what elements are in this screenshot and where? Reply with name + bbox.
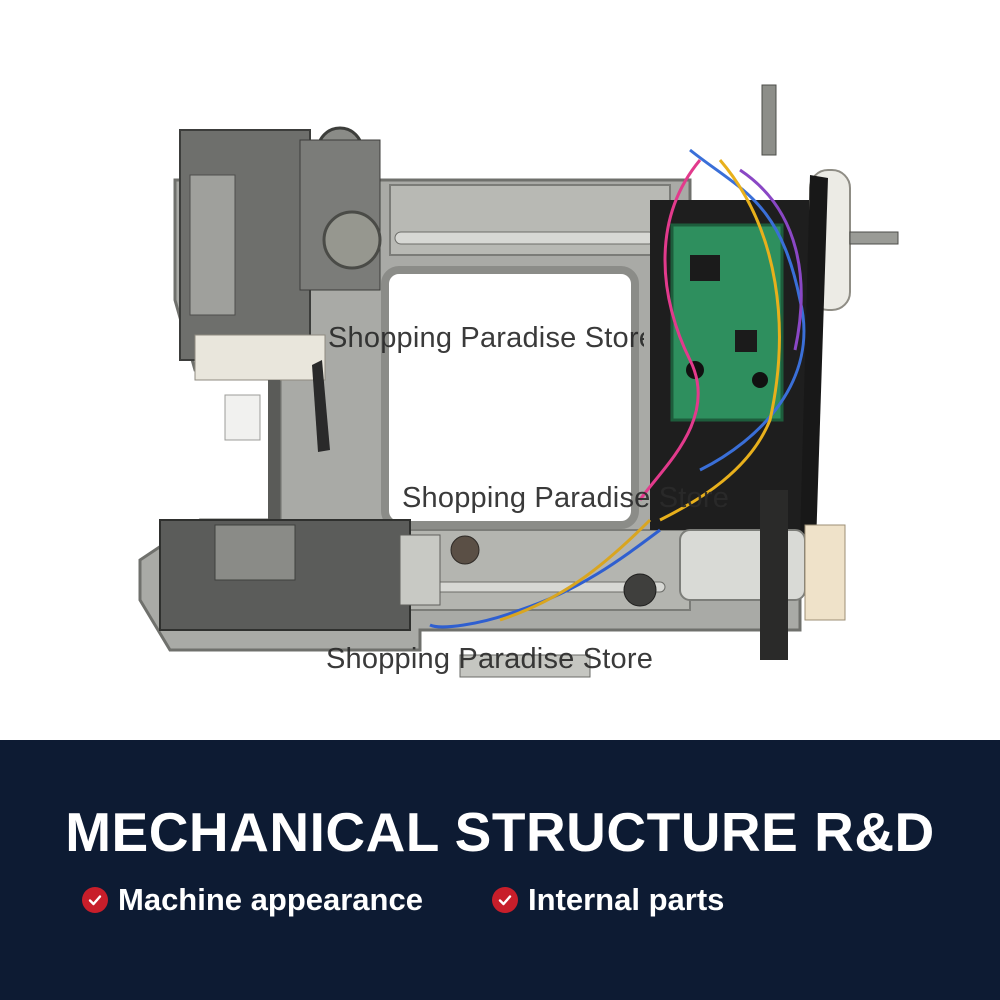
wiring-harness xyxy=(429,148,806,629)
drive-belt xyxy=(800,175,828,545)
main-shaft xyxy=(394,231,656,245)
board-chip xyxy=(735,330,757,352)
feature-machine-appearance: Machine appearance xyxy=(82,882,423,918)
drive-gear xyxy=(623,573,657,607)
shuttle-housing xyxy=(214,524,296,581)
presser-plate xyxy=(194,334,326,381)
spindle xyxy=(761,84,777,156)
pulley-axle xyxy=(849,231,899,245)
bottom-bracket xyxy=(459,654,591,678)
info-banner xyxy=(0,740,1000,1000)
watermark-text: Shopping Paradise Store xyxy=(328,322,644,354)
feature-label: Internal parts xyxy=(528,882,725,917)
product-photo: Shopping Paradise Store Shopping Paradis… xyxy=(138,84,899,678)
head-plate xyxy=(189,174,236,316)
needle-bar xyxy=(268,380,280,520)
bed-bracket xyxy=(399,534,441,606)
lever xyxy=(312,360,330,452)
frame-window xyxy=(381,266,639,529)
check-circle-icon xyxy=(82,887,108,913)
capacitor xyxy=(752,372,768,388)
sewing-machine-internals-illustration xyxy=(138,84,899,678)
feature-internal-parts: Internal parts xyxy=(492,882,724,918)
motor-mount xyxy=(804,524,846,621)
cam-wheel xyxy=(322,210,382,270)
board-chip xyxy=(690,255,720,281)
feature-label: Machine appearance xyxy=(118,882,423,917)
watermark-text: Shopping Paradise Store xyxy=(402,482,730,514)
watermark-text: Shopping Paradise Store xyxy=(326,643,654,675)
motor-bracket xyxy=(760,490,788,660)
banner-headline: MECHANICAL STRUCTURE R&D xyxy=(65,801,935,863)
bed-gear xyxy=(450,535,480,565)
control-circuit-board xyxy=(670,223,784,422)
check-circle-icon xyxy=(492,887,518,913)
needle-clamp xyxy=(224,394,261,441)
